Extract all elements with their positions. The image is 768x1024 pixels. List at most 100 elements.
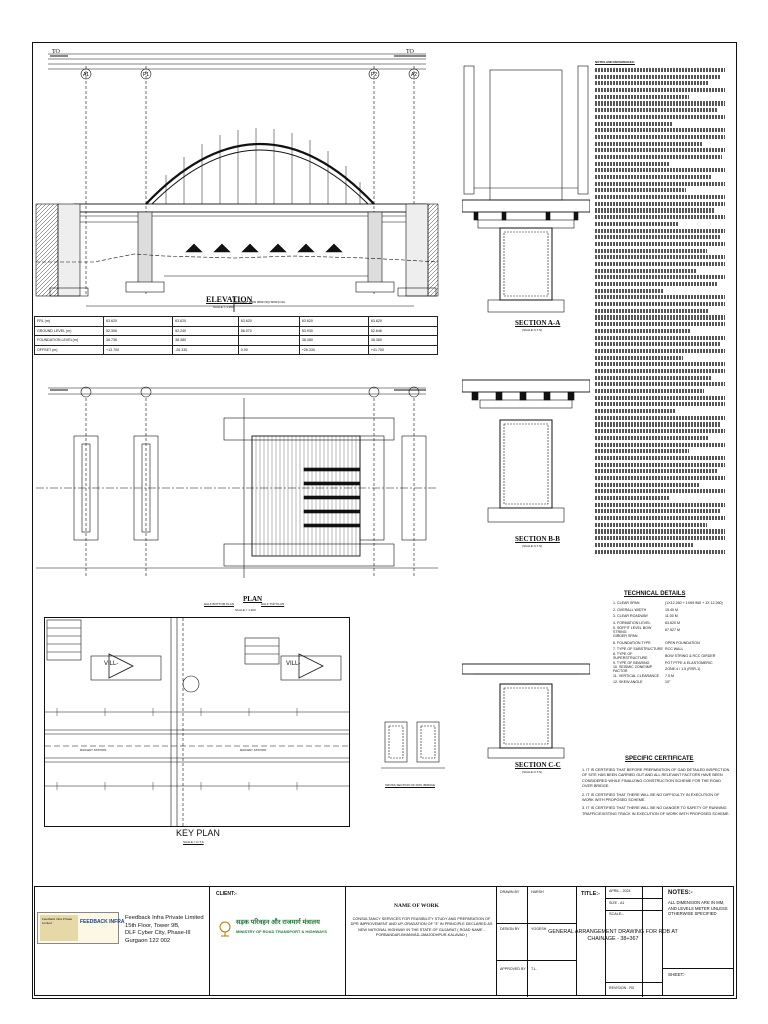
client-cell: CLIENT:- सड़क परिवहन और राजमार्ग मंत्राल… [210,887,346,995]
grid-label-p2: P2 [371,72,377,78]
note-line [595,482,699,487]
levels-cell: 63.620 [172,316,239,327]
address-line: 15th Floor, Tower 9B, [125,922,180,929]
technical-detail-key: 8. TYPE OF SUPERSTRUCTURE [613,652,648,661]
technical-detail-row: GIRDER SPAN [613,633,733,640]
size-row: SIZE - A1 [606,898,662,911]
plan-sub-right: HALF TOP PLAN [261,602,285,606]
title-area: TITLE:- [577,887,643,997]
grid-label-p1: P1 [143,72,149,78]
technical-detail-value: RCC WALL [665,647,684,652]
approved-by-value: T.L. [531,967,537,971]
levels-cell: 52.306 [102,325,174,337]
tb-notes-column: NOTES:- ALL DIMENSION ARE IN MM, AND LEV… [663,886,734,996]
sheet-label: SHEET:- [668,972,686,977]
section-cc-drawing [462,663,590,759]
note-line [595,442,725,447]
village-left-label: VILL- [104,661,119,667]
note-line [595,502,725,507]
title-label: TITLE:- [581,891,600,897]
address-line: Feedback Infra Private Limited [125,915,204,921]
levels-cell: 0.00 [237,344,300,356]
levels-cell: 38.380 [172,335,239,346]
technical-details-title: TECHNICAL DETAILS [624,591,686,597]
note-line [595,134,725,139]
levels-cell: +41.700 [367,344,439,356]
levels-cell: 63.620 [237,316,300,327]
design-by-row: DESIGN BY YOGESH [497,923,576,961]
note-line [595,435,710,440]
note-line [595,455,725,460]
elevation-title: ELEVATION [206,295,253,304]
note-line [595,68,725,73]
name-of-work-text: CONSULTANCY SERVICES FOR FEASIBILITY STU… [350,917,493,938]
levels-cell: -26.330 [172,344,239,356]
levels-cell: 63.620 [102,316,174,327]
scale-row: SCALE:- [606,910,662,983]
to-right-label: TO [406,49,415,55]
note-line [595,235,720,240]
levels-row-label: GROUND LEVEL (m) [34,325,104,337]
note-line [595,154,723,160]
note-line [595,81,710,86]
technical-detail-value: POT PTFE & ELASTOMERIC [665,660,713,665]
technical-detail-value: BOW STRING & RCC GIRDER [665,654,716,659]
key-plan-scale: SCALE = N.T.S [183,840,204,844]
note-line [595,422,720,427]
note-line [595,382,725,387]
date-row: APRIL - 2024 [606,886,662,899]
note-line [595,308,710,313]
to-left-label: TO [52,49,61,55]
note-line [595,342,720,347]
note-line [595,475,725,481]
technical-detail-value: 15.40 M [665,607,678,612]
note-line [595,282,718,287]
note-line [595,522,707,527]
notes-title: NOTES AND REFERENCES: [595,60,635,64]
address-line: Gurgaon 122 002 [125,937,171,944]
note-line [595,101,725,106]
section-bb-drawing [462,379,590,523]
note-line [595,315,725,320]
note-line [595,542,694,547]
note-line [595,536,725,541]
technical-detail-row: 12. SKEW ANGLE 10° [613,679,733,686]
note-line [595,275,725,280]
technical-detail-row: 2. OVERALL WIDTH 15.40 M [613,607,733,614]
emblem-icon [219,921,231,937]
levels-cell: 52.646 [367,325,439,337]
railway-station-label-2: RAILWAY STATION [240,748,267,752]
technical-detail-value: (1X12.260 + 1X69.960 + 1X 12.260) [665,601,723,606]
technical-detail-key: 2. OVERALL WIDTH [613,607,647,612]
note-line [595,549,725,554]
drawn-by-value: HARSH [531,890,544,894]
technical-detail-value: 11.00 M [665,614,678,619]
plan-drawing [36,386,438,578]
note-line [595,108,718,113]
technical-detail-key: 11. VERTICAL CLEARANCE [613,673,660,678]
name-of-work-cell: NAME OF WORK CONSULTANCY SERVICES FOR FE… [346,887,497,995]
note-line [595,114,725,119]
specific-certificate-title: SPECIFIC CERTIFICATE [625,756,694,762]
company-logo-left: Feedback Infra Private Limited [40,915,78,941]
plan-title: PLAN [243,595,263,603]
date-value: APRIL - 2024 [609,889,631,893]
note-line [595,389,705,394]
client-name-hindi: सड़क परिवहन और राजमार्ग मंत्रालय [236,919,320,926]
drawn-by-label: DRAWN BY [500,890,520,894]
technical-detail-key: 10. SEISMIC ZONE/IMP FACTOR [613,665,653,674]
certificate-item: 2. IT IS CERTIFIED THAT THERE WILL BE NO… [582,792,720,803]
note-line [595,268,697,273]
section-bb-scale: (SCALE N.T.S) [522,544,543,548]
levels-row-label: OFFSET (m) [34,344,104,356]
note-line [595,248,707,253]
note-line [595,168,725,173]
key-plan-title: KEY PLAN [176,828,220,838]
technical-detail-key: 12. SKEW ANGLE [613,680,643,685]
technical-detail-value: 10° [665,680,671,685]
